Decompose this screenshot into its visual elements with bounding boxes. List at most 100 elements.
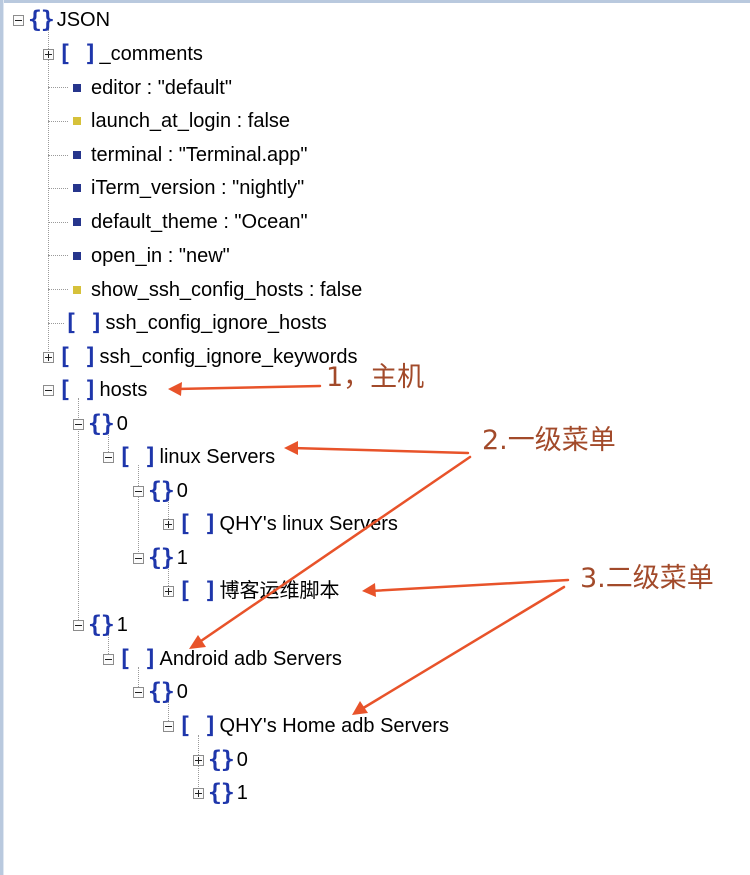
expand-toggle-icon[interactable]: [193, 754, 204, 766]
tree-branch-line: [48, 255, 68, 256]
tree-node-hosts[interactable]: [ ] hosts: [43, 375, 147, 405]
string-value-icon: [73, 184, 81, 192]
tree-node-linux-servers[interactable]: [ ] linux Servers: [103, 442, 275, 472]
square-brackets-icon: [ ]: [64, 310, 104, 336]
tree-node-qhy-linux-servers[interactable]: [ ] QHY's linux Servers: [163, 509, 398, 539]
arrow-to-linux-servers: [290, 446, 470, 455]
tree-leaf-editor[interactable]: editor : "default": [73, 73, 232, 103]
curly-braces-icon: {}: [208, 747, 235, 773]
square-brackets-icon: [ ]: [58, 377, 98, 403]
arrow-to-hosts: [174, 384, 322, 391]
tree-branch-line: [48, 188, 68, 189]
tree-node-qhy-home-adb-servers[interactable]: [ ] QHY's Home adb Servers: [163, 711, 449, 741]
node-label: 0: [116, 413, 128, 435]
node-label: Android adb Servers: [159, 648, 342, 670]
node-label: 0: [236, 749, 248, 771]
tree-guide-line: [138, 465, 139, 558]
annotation-level1-menu: 2.一级菜单: [482, 425, 616, 456]
node-label: 0: [176, 480, 188, 502]
square-brackets-icon: [ ]: [118, 646, 158, 672]
expand-toggle-icon[interactable]: [163, 585, 174, 597]
tree-leaf-launch-at-login[interactable]: launch_at_login : false: [73, 106, 290, 136]
tree-node-linux-1[interactable]: {} 1: [133, 543, 188, 573]
window-left-border: [0, 0, 3, 875]
node-label: hosts: [99, 379, 148, 401]
boolean-value-icon: [73, 117, 81, 125]
tree-branch-line: [48, 155, 68, 156]
collapse-toggle-icon[interactable]: [133, 686, 144, 698]
node-label: terminal : "Terminal.app": [91, 144, 308, 166]
node-label: editor : "default": [91, 77, 232, 99]
node-label: open_in : "new": [91, 245, 230, 267]
arrowhead: [189, 635, 206, 649]
collapse-toggle-icon[interactable]: [73, 418, 84, 430]
node-label: 0: [176, 681, 188, 703]
node-label: linux Servers: [159, 446, 276, 468]
node-label: 1: [176, 547, 188, 569]
tree-leaf-terminal[interactable]: terminal : "Terminal.app": [73, 140, 308, 170]
tree-branch-line: [48, 323, 64, 324]
string-value-icon: [73, 218, 81, 226]
node-label: JSON: [56, 9, 111, 31]
tree-leaf-iterm-version[interactable]: iTerm_version : "nightly": [73, 173, 304, 203]
string-value-icon: [73, 84, 81, 92]
tree-node-home-1[interactable]: {} 1: [193, 778, 248, 808]
node-label: default_theme : "Ocean": [91, 211, 308, 233]
collapse-toggle-icon[interactable]: [133, 552, 144, 564]
square-brackets-icon: [ ]: [118, 444, 158, 470]
collapse-toggle-icon[interactable]: [43, 384, 54, 396]
tree-node-blog-scripts[interactable]: [ ] 博客运维脚本: [163, 576, 340, 606]
tree-node-android-0[interactable]: {} 0: [133, 677, 188, 707]
arrowhead: [352, 701, 368, 715]
tree-node-host-1[interactable]: {} 1: [73, 610, 128, 640]
curly-braces-icon: {}: [88, 411, 115, 437]
expand-toggle-icon[interactable]: [43, 351, 54, 363]
tree-node-json[interactable]: {} JSON: [13, 5, 110, 35]
tree-node-ssh-config-ignore-keywords[interactable]: [ ] ssh_config_ignore_keywords: [43, 342, 357, 372]
arrowhead: [168, 382, 182, 396]
collapse-toggle-icon[interactable]: [73, 619, 84, 631]
expand-toggle-icon[interactable]: [43, 48, 54, 60]
tree-leaf-show-ssh-config-hosts[interactable]: show_ssh_config_hosts : false: [73, 275, 362, 305]
string-value-icon: [73, 151, 81, 159]
tree-branch-line: [48, 121, 68, 122]
tree-guide-line: [108, 432, 109, 456]
node-label: launch_at_login : false: [91, 110, 291, 132]
window-top-border: [0, 0, 750, 3]
tree-node-android-adb-servers[interactable]: [ ] Android adb Servers: [103, 644, 342, 674]
tree-guide-line: [168, 566, 169, 590]
node-label: 1: [236, 782, 248, 804]
tree-guide-line: [48, 29, 49, 357]
boolean-value-icon: [73, 286, 81, 294]
curly-braces-icon: {}: [148, 679, 175, 705]
arrowhead: [284, 441, 298, 455]
tree-node-home-0[interactable]: {} 0: [193, 745, 248, 775]
expand-toggle-icon[interactable]: [163, 518, 174, 530]
tree-leaf-default-theme[interactable]: default_theme : "Ocean": [73, 207, 308, 237]
node-label: _comments: [99, 43, 203, 65]
tree-guide-line: [78, 398, 79, 626]
collapse-toggle-icon[interactable]: [103, 653, 114, 665]
curly-braces-icon: {}: [148, 478, 175, 504]
collapse-toggle-icon[interactable]: [103, 451, 114, 463]
tree-node-host-0[interactable]: {} 0: [73, 409, 128, 439]
tree-guide-line: [168, 701, 169, 725]
node-label: ssh_config_ignore_hosts: [105, 312, 327, 334]
node-label: 1: [116, 614, 128, 636]
square-brackets-icon: [ ]: [178, 511, 218, 537]
collapse-toggle-icon[interactable]: [133, 485, 144, 497]
collapse-toggle-icon[interactable]: [13, 14, 24, 26]
tree-node-linux-0[interactable]: {} 0: [133, 476, 188, 506]
tree-node-comments[interactable]: [ ] _comments: [43, 39, 203, 69]
expand-toggle-icon[interactable]: [193, 787, 204, 799]
annotation-level2-menu: 3.二级菜单: [580, 563, 714, 594]
string-value-icon: [73, 252, 81, 260]
square-brackets-icon: [ ]: [178, 578, 218, 604]
tree-leaf-open-in[interactable]: open_in : "new": [73, 241, 230, 271]
curly-braces-icon: {}: [208, 780, 235, 806]
collapse-toggle-icon[interactable]: [163, 720, 174, 732]
tree-node-ssh-config-ignore-hosts[interactable]: [ ] ssh_config_ignore_hosts: [64, 308, 327, 338]
tree-guide-line: [168, 499, 169, 523]
tree-branch-line: [48, 289, 68, 290]
